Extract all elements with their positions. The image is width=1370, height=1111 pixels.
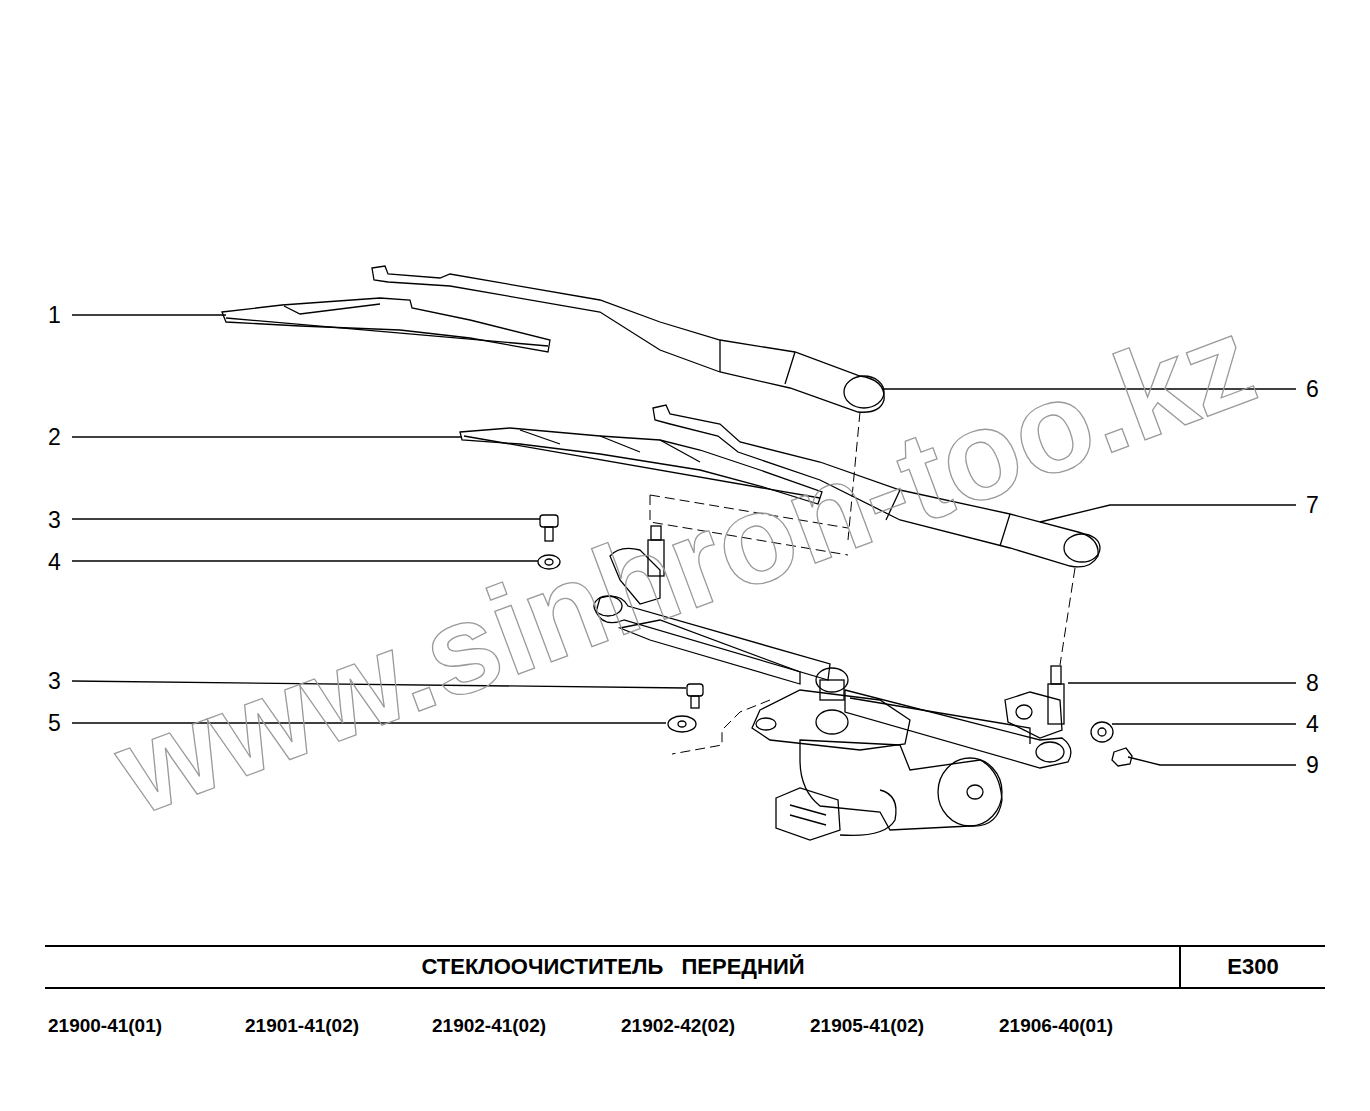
- callout-number: 1: [48, 304, 61, 327]
- model-code: 21902-42(02): [621, 1016, 735, 1035]
- wiper-motor: [776, 740, 1002, 840]
- watermark: www.sinhron-too.kz: [101, 296, 1269, 835]
- callout-number: 9: [1306, 754, 1319, 777]
- wiper-arm-6: [372, 266, 884, 412]
- callout-number: 4: [1306, 713, 1319, 736]
- callout-number: 4: [48, 551, 61, 574]
- model-code: 21900-41(01): [48, 1016, 162, 1035]
- callout-number: 2: [48, 426, 61, 449]
- page-code: E300: [1227, 956, 1278, 978]
- callout-number: 3: [48, 670, 61, 693]
- model-code: 21901-41(02): [245, 1016, 359, 1035]
- model-code: 21902-41(02): [432, 1016, 546, 1035]
- diagram-title: СТЕКЛООЧИСТИТЕЛЬ ПЕРЕДНИЙ: [421, 956, 804, 978]
- model-code: 21906-40(01): [999, 1016, 1113, 1035]
- title-table: [45, 946, 1325, 988]
- callout-number: 3: [48, 509, 61, 532]
- callout-number: 6: [1306, 378, 1319, 401]
- callout-number: 7: [1306, 494, 1319, 517]
- model-code: 21905-41(02): [810, 1016, 924, 1035]
- wiper-blade-1: [222, 298, 550, 352]
- callout-number: 5: [48, 712, 61, 735]
- callout-number: 8: [1306, 672, 1319, 695]
